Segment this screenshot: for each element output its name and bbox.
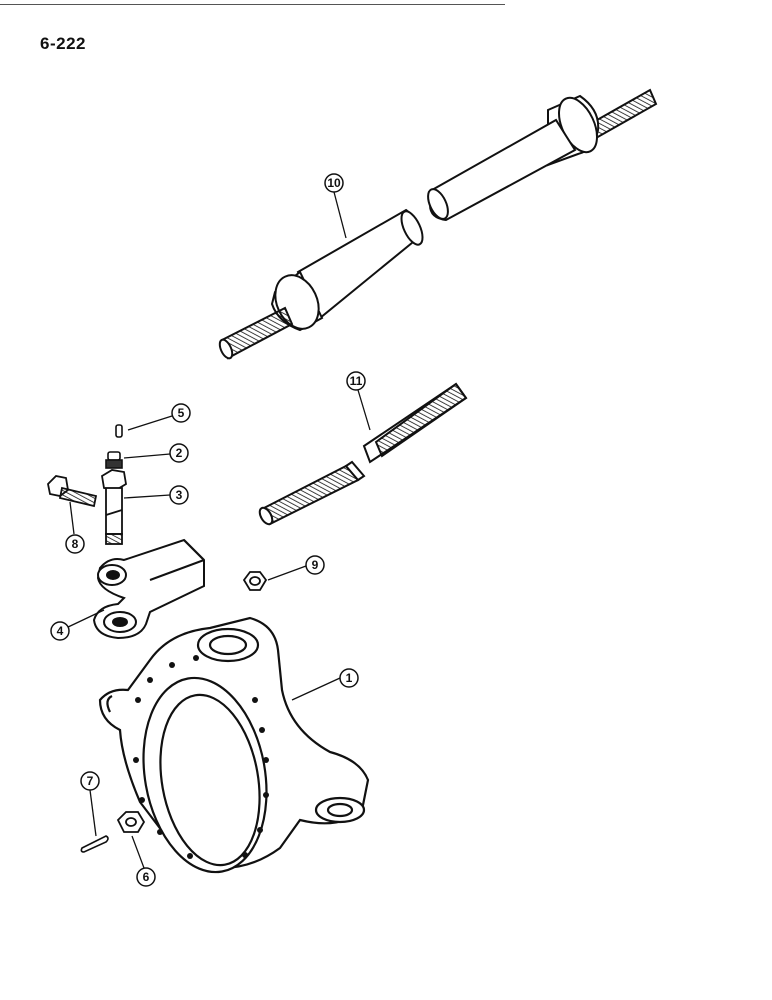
leader-lines bbox=[65, 191, 371, 869]
svg-text:6: 6 bbox=[143, 870, 150, 884]
svg-text:8: 8 bbox=[72, 537, 79, 551]
svg-text:2: 2 bbox=[176, 446, 183, 460]
callouts: 10 11 5 2 3 8 4 9 bbox=[50, 173, 366, 887]
svg-text:10: 10 bbox=[327, 176, 341, 190]
callout-8: 8 bbox=[65, 534, 85, 554]
threaded-rod-part bbox=[258, 382, 468, 526]
clevis-yoke-part bbox=[92, 538, 205, 640]
top-rule bbox=[0, 4, 505, 5]
bolt-part bbox=[47, 475, 98, 508]
svg-text:11: 11 bbox=[350, 374, 363, 388]
page-number: 6-222 bbox=[40, 34, 86, 53]
small-pin-part bbox=[115, 424, 123, 438]
callout-3: 3 bbox=[169, 485, 189, 505]
castle-nut-part bbox=[116, 811, 146, 833]
svg-text:4: 4 bbox=[57, 624, 64, 638]
callout-6: 6 bbox=[136, 867, 156, 887]
callout-9: 9 bbox=[305, 555, 325, 575]
svg-text:1: 1 bbox=[346, 671, 353, 685]
callout-7: 7 bbox=[80, 771, 100, 791]
callout-10: 10 bbox=[324, 173, 344, 193]
grease-fitting-part bbox=[105, 451, 123, 469]
tie-rod-tube-part bbox=[218, 88, 658, 360]
knuckle-housing-part bbox=[98, 616, 370, 874]
svg-text:9: 9 bbox=[312, 558, 319, 572]
pivot-bolt-part bbox=[101, 469, 127, 545]
callout-11: 11 bbox=[346, 371, 366, 391]
svg-text:7: 7 bbox=[87, 774, 94, 788]
svg-text:3: 3 bbox=[176, 488, 183, 502]
callout-4: 4 bbox=[50, 621, 70, 641]
svg-text:5: 5 bbox=[178, 406, 185, 420]
hex-nut-part bbox=[242, 571, 268, 591]
callout-5: 5 bbox=[171, 403, 191, 423]
cotter-pin-part bbox=[80, 835, 109, 853]
callout-1: 1 bbox=[339, 668, 359, 688]
callout-2: 2 bbox=[169, 443, 189, 463]
